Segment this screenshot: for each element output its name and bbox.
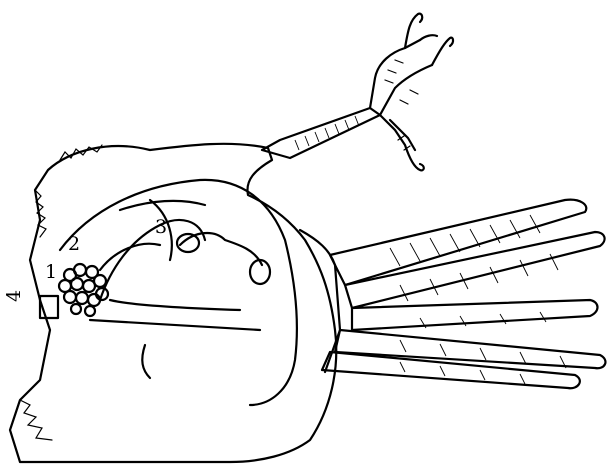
label-2: 2 [68,233,80,255]
label-1: 1 [45,261,57,283]
leg-and-foot [262,14,453,171]
tail-feathers [300,200,605,389]
label-4: 4 [3,290,25,302]
label-3: 3 [155,216,167,238]
oviduct-structures [100,233,270,284]
